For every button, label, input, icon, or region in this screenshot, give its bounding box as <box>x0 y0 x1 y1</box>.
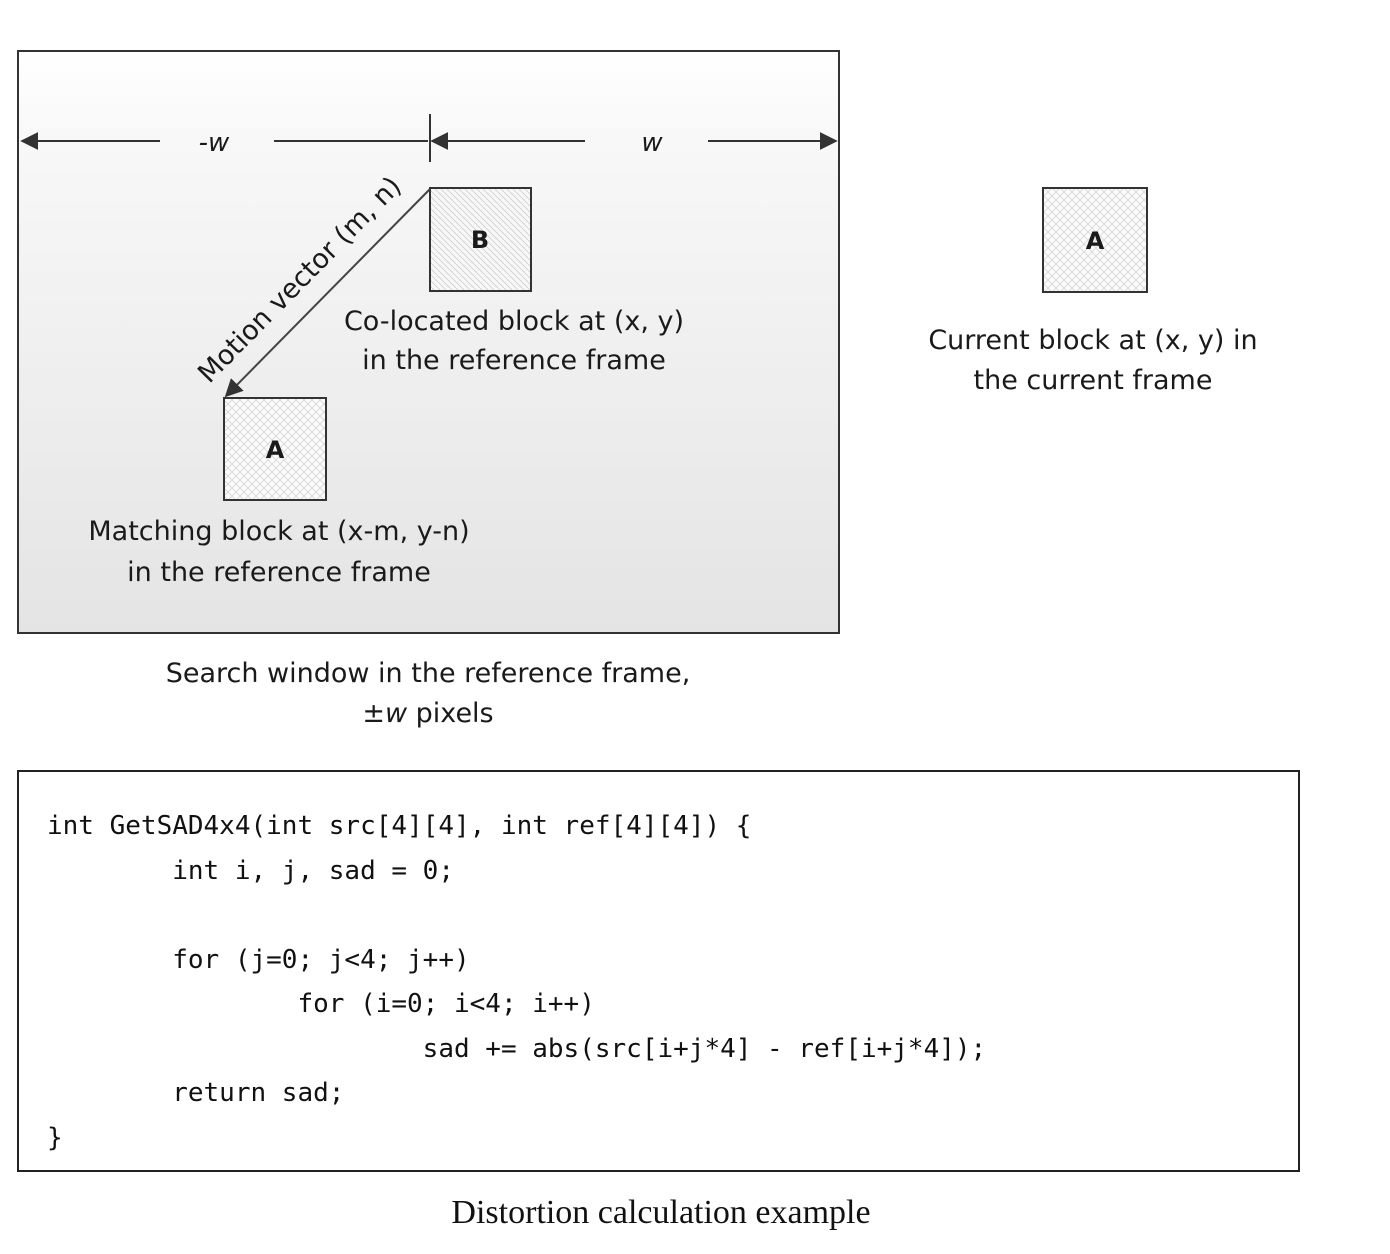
matching-caption-line2: in the reference frame <box>127 557 431 588</box>
current-block-letter: A <box>1086 227 1105 255</box>
search-window <box>17 50 840 634</box>
co-located-caption-line1: Co-located block at (x, y) <box>344 306 684 337</box>
search-window-caption-line2: ±w pixels <box>362 698 493 729</box>
w-italic: w <box>385 698 408 729</box>
code-listing-box: int GetSAD4x4(int src[4][4], int ref[4][… <box>17 770 1300 1172</box>
co-located-caption-line2: in the reference frame <box>362 345 666 376</box>
neg-w-label: -w <box>199 128 230 158</box>
code-line: int GetSAD4x4(int src[4][4], int ref[4][… <box>47 811 752 841</box>
motion-vector-arrow <box>224 188 431 398</box>
code-line: for (j=0; j<4; j++) <box>47 944 470 975</box>
current-caption-line1: Current block at (x, y) in <box>928 325 1257 356</box>
code-line: return sad; <box>47 1078 345 1108</box>
co-located-block-b <box>429 187 532 292</box>
current-block-a <box>1042 187 1148 293</box>
plus-minus-symbol: ± <box>362 698 385 729</box>
current-caption-line2: the current frame <box>974 365 1213 396</box>
code-line: int i, j, sad = 0; <box>47 855 454 886</box>
motion-estimation-diagram: -w w B Co-located block at (x, y) in the… <box>17 50 1258 729</box>
search-window-caption-line1: Search window in the reference frame, <box>166 658 691 689</box>
code-line <box>47 893 986 938</box>
code-line: } <box>47 1122 63 1153</box>
code-line: for (i=0; i<4; i++) <box>47 989 595 1019</box>
w-dimension-arrows <box>20 114 838 162</box>
figure-caption: Distortion calculation example <box>451 1194 871 1231</box>
w-label: w <box>641 128 663 158</box>
code-listing: int GetSAD4x4(int src[4][4], int ref[4][… <box>47 804 986 1160</box>
matching-block-a <box>223 397 327 501</box>
matching-block-letter: A <box>266 436 285 464</box>
code-line: sad += abs(src[i+j*4] - ref[i+j*4]); <box>47 1033 987 1064</box>
block-b-letter: B <box>471 226 489 254</box>
matching-caption-line1: Matching block at (x-m, y-n) <box>88 516 469 547</box>
pixels-text: pixels <box>407 698 494 729</box>
